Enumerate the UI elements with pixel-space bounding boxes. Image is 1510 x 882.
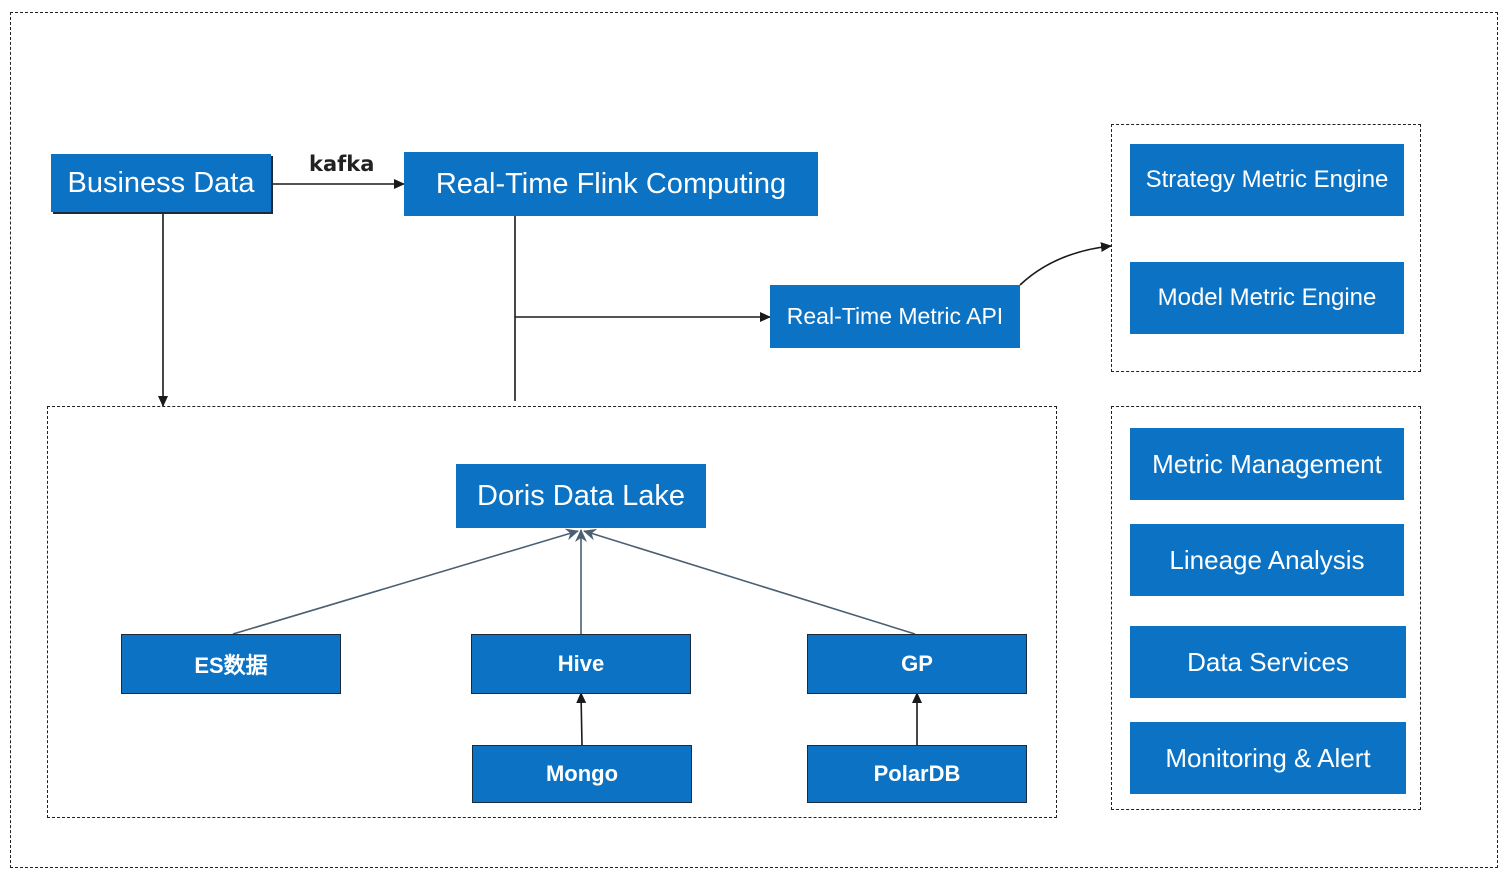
es-data-label: ES数据 xyxy=(194,653,268,678)
data-lake-container xyxy=(47,406,1057,818)
polardb-label: PolarDB xyxy=(873,761,961,786)
gp-label: GP xyxy=(901,651,933,676)
business-data-node[interactable]: Business Data xyxy=(51,154,271,212)
es-data-node[interactable]: ES数据 xyxy=(121,634,341,694)
gp-to-doris-arrow xyxy=(583,528,916,635)
metric-api-label: Real-Time Metric API xyxy=(786,303,1004,329)
business-data-label: Business Data xyxy=(67,166,255,199)
lineage-analysis-label: Lineage Analysis xyxy=(1169,544,1365,575)
mongo-node[interactable]: Mongo xyxy=(472,745,692,803)
hive-node[interactable]: Hive xyxy=(471,634,691,694)
mongo-label: Mongo xyxy=(545,761,619,786)
lineage-analysis-node[interactable]: Lineage Analysis xyxy=(1130,524,1404,596)
platform-services-container xyxy=(1111,406,1421,810)
hive-label: Hive xyxy=(557,651,605,676)
metric-management-label: Metric Management xyxy=(1152,448,1382,479)
outer-container xyxy=(10,12,1498,868)
kafka-label: kafka xyxy=(309,152,375,176)
metric-management-node[interactable]: Metric Management xyxy=(1130,428,1404,500)
monitoring-alert-label: Monitoring & Alert xyxy=(1165,742,1371,773)
polardb-node[interactable]: PolarDB xyxy=(807,745,1027,803)
monitoring-alert-node[interactable]: Monitoring & Alert xyxy=(1130,722,1406,794)
doris-data-lake-label: Doris Data Lake xyxy=(477,479,685,512)
flink-computing-node[interactable]: Real-Time Flink Computing xyxy=(404,152,818,216)
metric-api-node[interactable]: Real-Time Metric API xyxy=(770,285,1020,348)
mongo-to-hive-arrow xyxy=(576,692,587,746)
flink-computing-label: Real-Time Flink Computing xyxy=(435,167,787,200)
gp-node[interactable]: GP xyxy=(807,634,1027,694)
model-engine-label: Model Metric Engine xyxy=(1157,284,1377,311)
doris-data-lake-node[interactable]: Doris Data Lake xyxy=(456,464,706,528)
api-to-engines-arrow xyxy=(1019,242,1112,286)
es-to-doris-arrow xyxy=(232,528,579,635)
strategy-engine-label: Strategy Metric Engine xyxy=(1145,166,1389,193)
strategy-engine-node[interactable]: Strategy Metric Engine xyxy=(1130,144,1404,216)
model-engine-node[interactable]: Model Metric Engine xyxy=(1130,262,1404,334)
data-services-node[interactable]: Data Services xyxy=(1130,626,1406,698)
data-services-label: Data Services xyxy=(1187,646,1349,677)
